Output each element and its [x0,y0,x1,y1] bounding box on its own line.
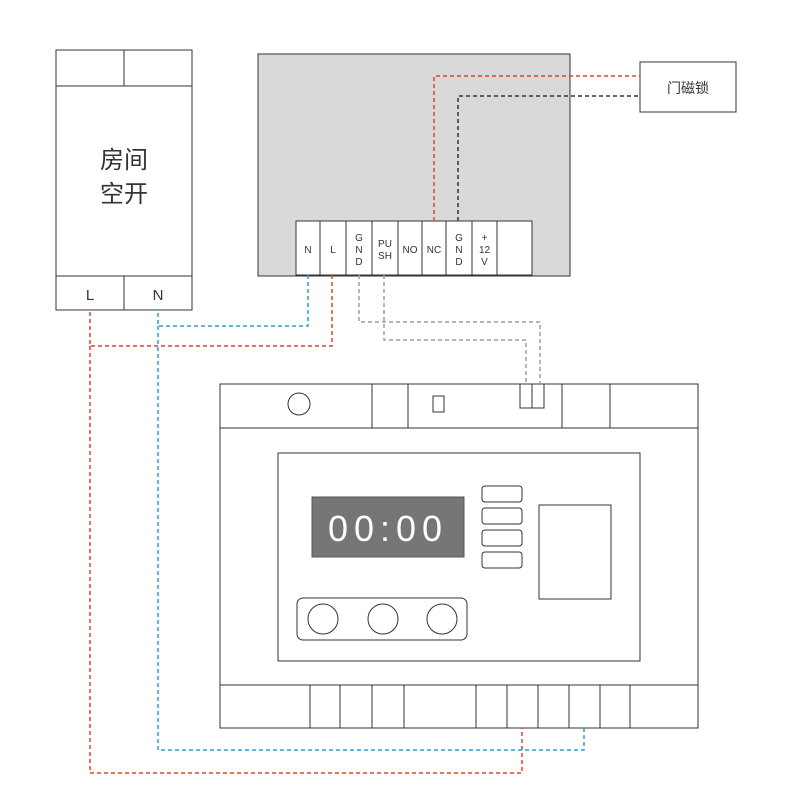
indicator-slot [432,395,445,413]
wire-lock-gnd [457,95,640,221]
controller-terminal-label: L [330,245,336,256]
breaker-label-line1: 房间 [100,147,148,174]
device-terminal-left [371,684,405,729]
control-device: 00:00 [219,383,699,729]
wire-live-controller [89,275,333,347]
wire-gnd-push [358,275,541,384]
controller-terminal [397,220,423,276]
controller-terminal-label: NC [427,245,441,256]
controller-terminal [471,220,498,276]
device-terminal-right [599,684,631,729]
wire-live-device [89,346,523,774]
breaker-label-line2: 空开 [100,181,148,208]
room-breaker: 房间 空开 L N [55,49,193,311]
button-k2[interactable] [367,603,399,635]
wire-lock-nc [433,75,640,221]
status-indicator [481,507,523,525]
timer-display-value: 00:00 [328,508,448,549]
device-terminal-right [537,684,570,729]
controller-terminal [496,220,533,276]
controller-terminal-label: NO [403,245,418,256]
button-k1[interactable] [307,603,339,635]
door-lock-label: 门磁锁 [667,80,709,96]
device-terminal-left [309,684,341,729]
button-row [307,603,458,635]
status-indicator [481,551,523,569]
timer-display [311,496,465,558]
wire-push-signal [383,275,527,384]
device-terminal-strip [309,684,631,729]
panel-window [538,504,612,600]
device-terminal-right [475,684,508,729]
device-terminal-left [339,684,373,729]
door-lock-box [639,61,737,113]
door-lock: 门磁锁 [639,61,737,113]
wire-neutral-controller [157,275,309,327]
breaker-terminal-n: N [153,287,164,304]
controller-terminal-label: N [304,245,311,256]
button-k3[interactable] [426,603,458,635]
breaker-body [55,49,193,311]
mount-hole-icon [287,392,311,416]
top-port-right [561,383,611,429]
status-indicators [481,485,523,569]
device-terminal-right [568,684,601,729]
wire-neutral-device [157,326,585,751]
breaker-terminal-l: L [86,287,94,304]
status-indicator [481,485,523,503]
status-indicator [481,529,523,547]
wiring [89,75,640,774]
device-terminal-right [506,684,539,729]
top-port-left [371,383,409,429]
controller-terminal [371,220,399,276]
